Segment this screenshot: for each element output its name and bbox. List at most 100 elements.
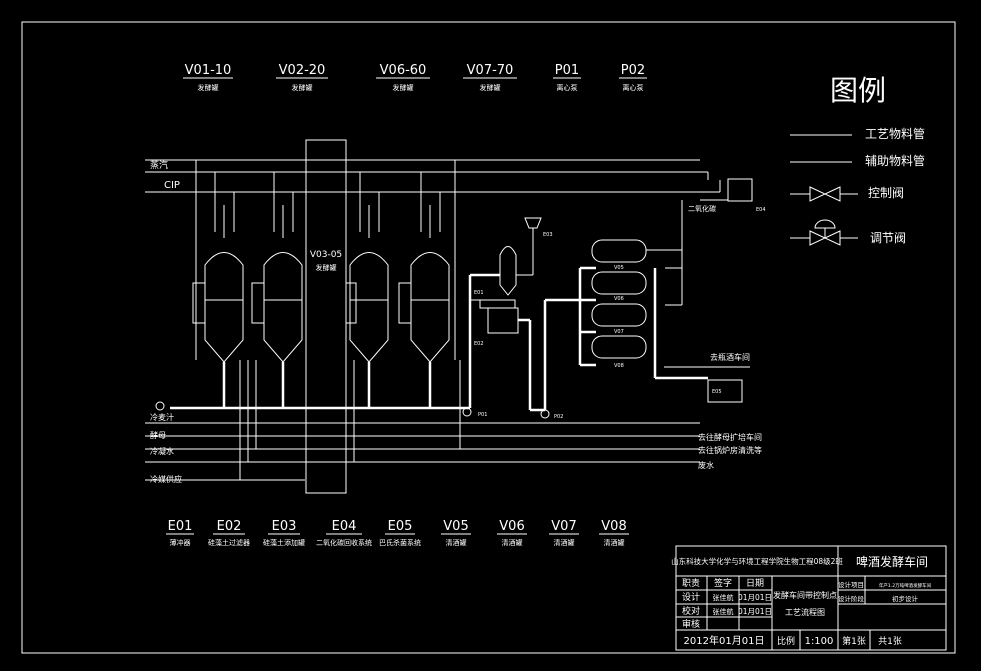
top-tag-2: V02-20 <box>279 63 326 78</box>
tb-header-3: 日期 <box>746 578 764 589</box>
left-inputs: 冷麦汁 酵母 冷凝水 冷媒供应 <box>150 401 182 484</box>
central-tank-name: 发酵罐 <box>316 263 337 272</box>
tb-project: 啤酒发酵车间 <box>856 554 928 569</box>
regulating-valve-icon <box>790 219 858 246</box>
bottom-name-2: 硅藻土过滤器 <box>208 538 250 547</box>
p01-pump-icon <box>462 407 472 417</box>
e04-box <box>727 178 753 202</box>
bottom-name-3: 硅藻土添加罐 <box>263 538 305 547</box>
top-tag-1: V01-10 <box>185 63 232 78</box>
fermenter-4 <box>398 195 450 363</box>
bottom-tag-7: V06 <box>499 519 524 534</box>
central-tank: V03-05 发酵罐 <box>305 139 347 494</box>
tb-scale-label: 比例 <box>777 635 795 647</box>
e03-label: E03 <box>543 232 553 238</box>
right-output-2: 去往锅炉房清洗等 <box>698 445 762 455</box>
tb-drawing-title-2: 工艺流程图 <box>785 607 825 617</box>
v06-label: V06 <box>614 296 624 302</box>
bottom-tag-5: E05 <box>388 519 413 534</box>
control-valve-icon <box>790 186 858 202</box>
e05-box <box>707 379 743 403</box>
bottom-name-8: 清酒罐 <box>554 538 575 547</box>
tb-signer-design: 张佳航 <box>713 593 734 602</box>
bottom-name-6: 清酒罐 <box>446 538 467 547</box>
bottom-tag-2: E02 <box>217 519 242 534</box>
top-name-5: 离心泵 <box>557 83 578 92</box>
legend-item-3: 控制阀 <box>868 186 904 200</box>
right-output-3: 废水 <box>698 460 714 470</box>
process-lines <box>145 273 700 481</box>
bottom-name-9: 清酒罐 <box>604 538 625 547</box>
e01-label: E01 <box>474 290 484 296</box>
tb-school: 山东科技大学化学与环境工程学院生物工程08级2班 <box>671 556 843 566</box>
top-name-1: 发酵罐 <box>198 83 219 92</box>
central-tank-tag: V03-05 <box>310 250 342 260</box>
top-name-6: 离心泵 <box>623 83 644 92</box>
bottom-name-4: 二氧化碳回收系统 <box>316 538 372 547</box>
tb-role-review: 审核 <box>682 618 700 630</box>
fermenter-1 <box>192 195 244 363</box>
top-tag-4: V07-70 <box>467 63 514 78</box>
bottom-tag-9: V08 <box>601 519 626 534</box>
p02-pump-icon <box>540 409 550 419</box>
e02-label: E02 <box>474 341 484 347</box>
tb-signer-check: 张佳航 <box>713 607 734 616</box>
legend: 图例 工艺物料管 辅助物料管 控制阀 调节阀 <box>790 74 925 246</box>
v05-label: V05 <box>614 265 624 271</box>
tb-date-check: 01月01日 <box>738 607 772 616</box>
cip-label: CIP <box>164 180 180 191</box>
e05-label: E05 <box>712 389 722 395</box>
inlet-pump-icon <box>155 401 165 411</box>
bottom-name-5: 巴氏杀菌系统 <box>379 538 421 547</box>
right-outputs: 去往酵母扩培车间 去往锅炉房清洗等 废水 <box>698 432 762 470</box>
top-tag-6: P02 <box>621 63 645 78</box>
left-input-3: 冷凝水 <box>150 446 174 456</box>
top-name-2: 发酵罐 <box>292 83 313 92</box>
steam-label: 蒸汽 <box>150 159 168 171</box>
bottom-tag-3: E03 <box>272 519 297 534</box>
top-name-4: 发酵罐 <box>480 83 501 92</box>
tb-scale-value: 1:100 <box>805 636 834 647</box>
tb-drawing-title-1: 发酵车间带控制点 <box>773 590 837 600</box>
left-input-2: 酵母 <box>150 431 166 440</box>
e04-label: E04 <box>756 207 766 213</box>
left-input-1: 冷麦汁 <box>150 412 174 422</box>
to-bottling-label: 去瓶酒车间 <box>710 352 750 362</box>
drawing-border <box>21 21 956 654</box>
bottom-tag-1: E01 <box>168 519 193 534</box>
tb-design-project-value: 年产1.2万吨啤酒发酵车间 <box>879 582 932 589</box>
bottom-tag-6: V05 <box>443 519 468 534</box>
title-block: 山东科技大学化学与环境工程学院生物工程08级2班 啤酒发酵车间 职责 签字 日期… <box>671 545 947 651</box>
top-equipment-labels: V01-10 发酵罐 V02-20 发酵罐 V06-60 发酵罐 V07-70 … <box>183 63 647 92</box>
p01-label: P01 <box>478 412 487 418</box>
bright-beer-tanks: V05 V06 V07 V08 去瓶酒车间 E05 <box>578 200 750 403</box>
tb-design-stage-label: 设计阶段 <box>838 594 865 603</box>
filtration-area: E03 E01 E02 P01 P02 <box>462 217 580 420</box>
v08-label: V08 <box>614 363 624 369</box>
right-output-1: 去往酵母扩培车间 <box>698 432 762 442</box>
tb-header-1: 职责 <box>682 577 700 589</box>
tb-header-2: 签字 <box>714 577 732 589</box>
top-tag-5: P01 <box>555 63 579 78</box>
bottom-tag-8: V07 <box>551 519 576 534</box>
v07-label: V07 <box>614 329 624 335</box>
utility-headers: 蒸汽 CIP E04 二氧化碳 <box>145 159 766 213</box>
tb-design-project-label: 设计项目 <box>838 580 864 589</box>
fermenter-2 <box>251 195 303 363</box>
bottom-name-1: 薄冲器 <box>170 538 191 547</box>
left-input-4: 冷媒供应 <box>150 474 182 484</box>
tb-date: 2012年01月01日 <box>684 634 765 647</box>
bottom-name-7: 清酒罐 <box>502 538 523 547</box>
top-tag-3: V06-60 <box>380 63 427 78</box>
tb-date-design: 01月01日 <box>738 593 772 602</box>
tb-sheet-total: 共1张 <box>878 636 902 647</box>
bottom-equipment-labels: E01 薄冲器 E02 硅藻土过滤器 E03 硅藻土添加罐 E04 二氧化碳回收… <box>166 519 629 547</box>
tb-sheet-no: 第1张 <box>842 635 866 647</box>
co2-label: 二氧化碳 <box>688 204 716 213</box>
header-drops <box>195 160 456 360</box>
top-name-3: 发酵罐 <box>393 83 414 92</box>
fermenter-3 <box>345 195 389 363</box>
bottom-tag-4: E04 <box>332 519 357 534</box>
legend-title: 图例 <box>830 74 886 107</box>
